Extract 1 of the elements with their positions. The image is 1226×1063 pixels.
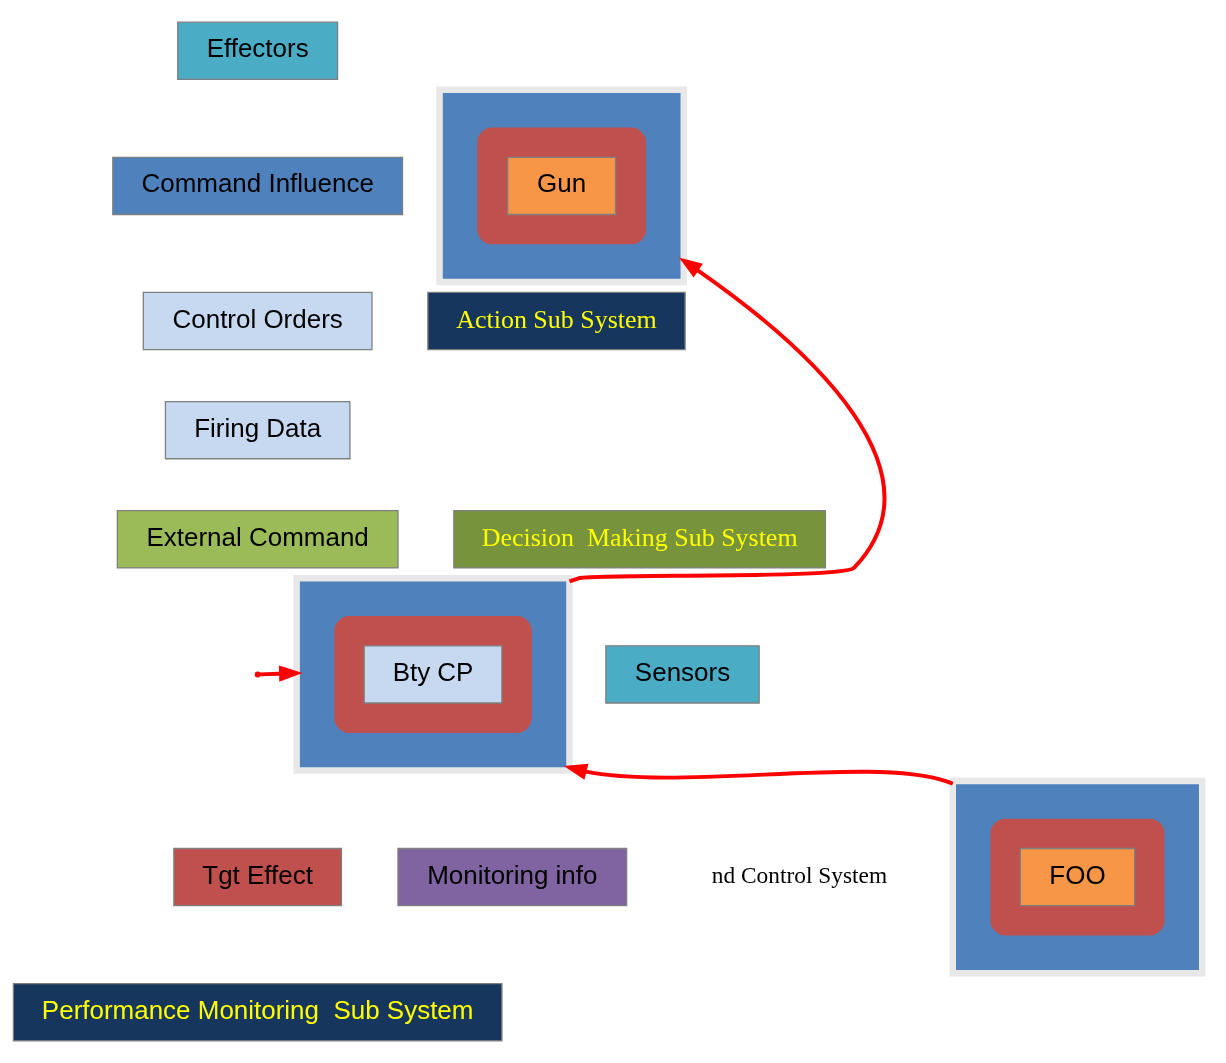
label: nd Control System	[711, 861, 888, 888]
